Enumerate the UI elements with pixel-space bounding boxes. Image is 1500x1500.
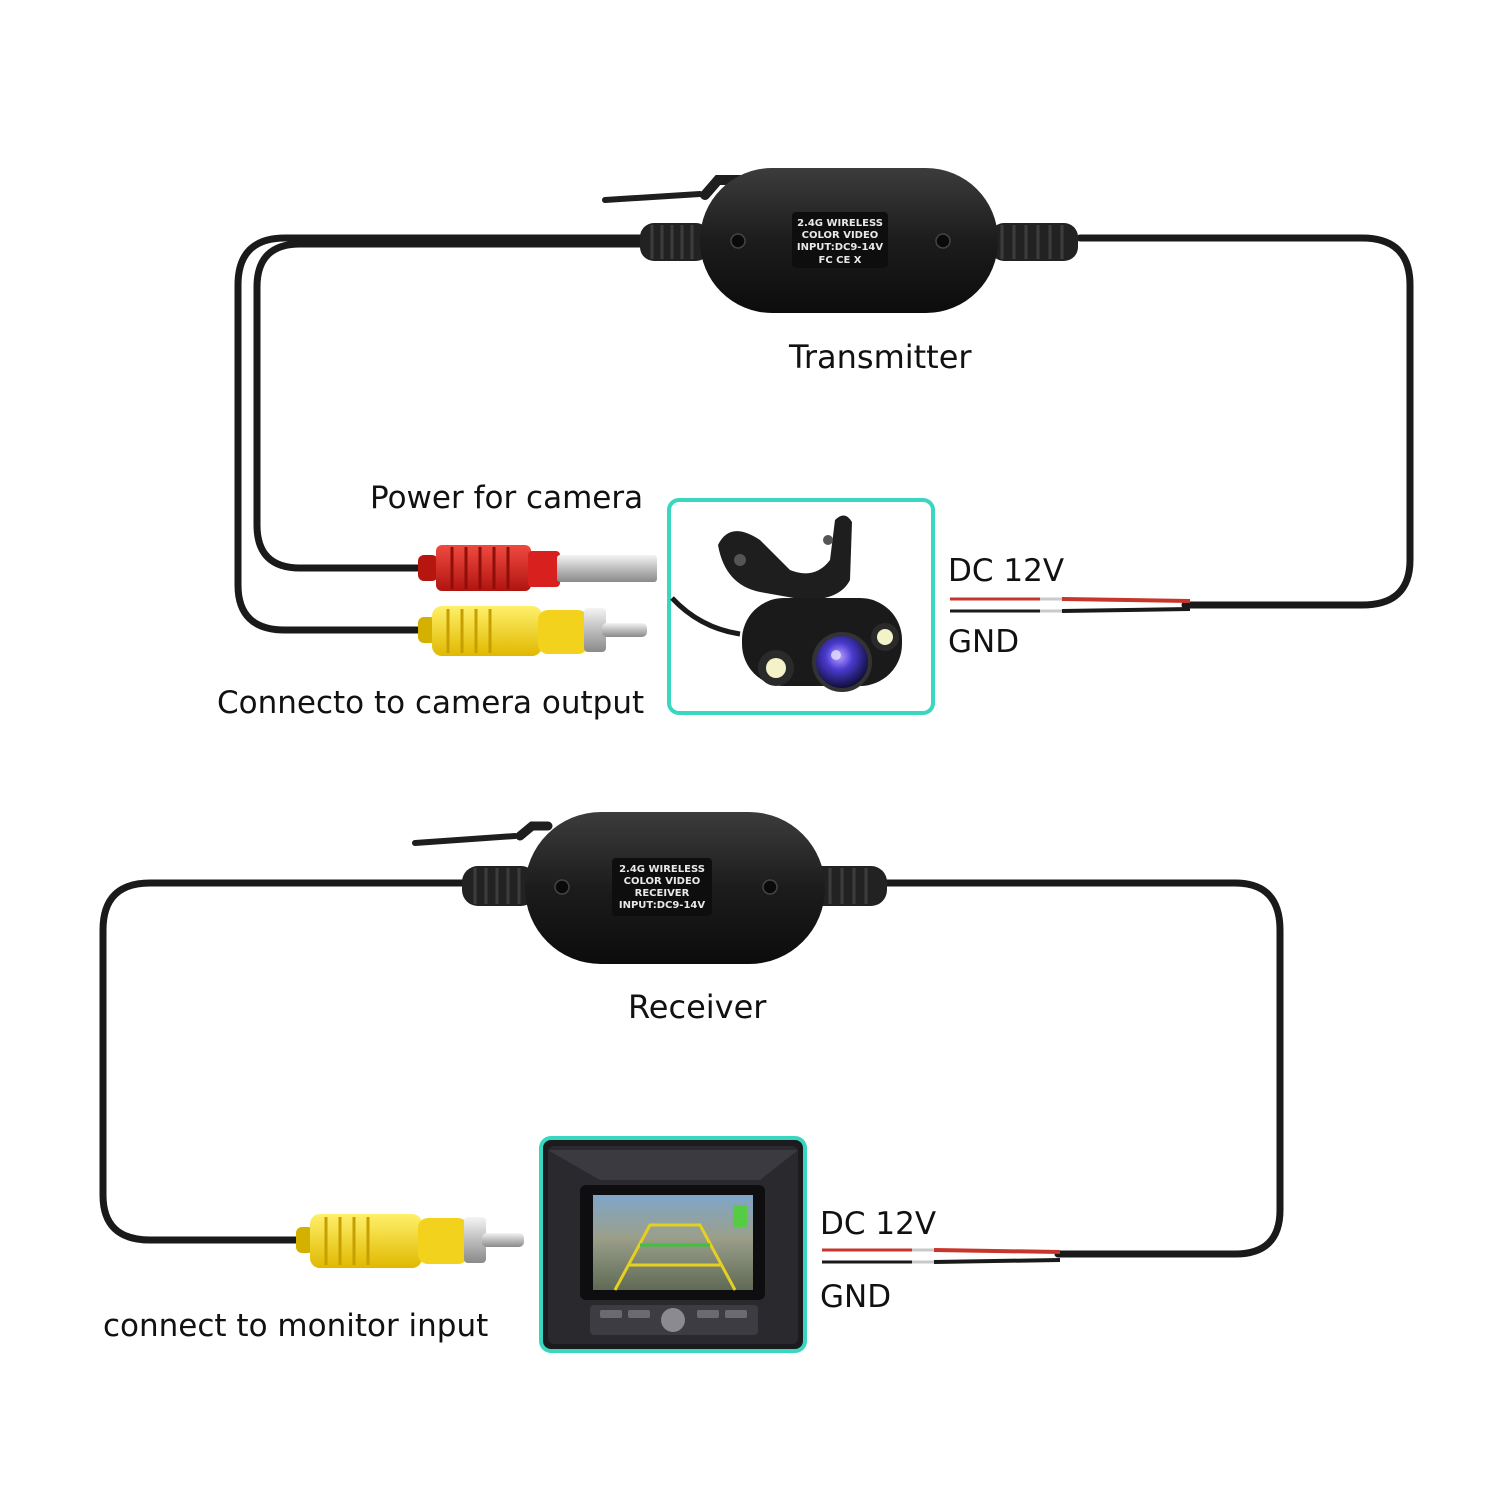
camera-mount-bracket [718,515,852,600]
transmitter-cables [234,234,1414,634]
transmitter-module-text-2: COLOR VIDEO [802,230,879,241]
camera-lens [812,632,872,692]
dc-12v-label-receiver: DC 12V [820,1206,937,1242]
dc-wires-receiver [822,1248,1061,1264]
transmitter-label: Transmitter [789,338,972,376]
gnd-label-receiver: GND [820,1279,892,1315]
video-plug-yellow [418,606,647,656]
gnd-label-transmitter: GND [948,624,1020,660]
dc-cable-receiver [881,879,1284,1258]
power-plug-red [418,545,657,591]
transmitter-strain-left [640,223,710,261]
dc-12v-label-transmitter: DC 12V [948,553,1065,589]
power-cable [253,240,644,572]
receiver-module-text-1: 2.4G WIRELESS [619,864,705,875]
video-cable [234,234,644,634]
receiver-module-text-4: INPUT:DC9-14V [619,900,705,911]
camera-output-label: Connecto to camera output [217,685,645,721]
power-for-camera-label: Power for camera [370,480,644,516]
backup-camera [670,515,902,692]
transmitter-module-text-3: INPUT:DC9-14V [797,242,883,253]
receiver-module: 2.4G WIRELESS COLOR VIDEO RECEIVER INPUT… [525,812,825,964]
receiver-module-text-2: COLOR VIDEO [624,876,701,887]
dc-cable-transmitter [1076,234,1414,609]
transmitter-module-text-4: FC CE X [818,255,861,266]
receiver-label: Receiver [628,988,767,1026]
transmitter-module-text-1: 2.4G WIRELESS [797,218,883,229]
monitor-video-plug-yellow [296,1214,524,1268]
receiver-antenna [412,821,553,846]
monitor-input-label: connect to monitor input [103,1308,489,1344]
receiver-strain-left [462,866,537,906]
receiver-module-text-3: RECEIVER [635,888,690,899]
dc-wires-transmitter [950,597,1191,613]
monitor-video-cable [99,879,469,1244]
receiver-cables [99,879,1284,1258]
transmitter-module: 2.4G WIRELESS COLOR VIDEO INPUT:DC9-14V … [700,168,998,313]
car-monitor [548,1146,798,1344]
transmitter-strain-right [990,223,1078,261]
